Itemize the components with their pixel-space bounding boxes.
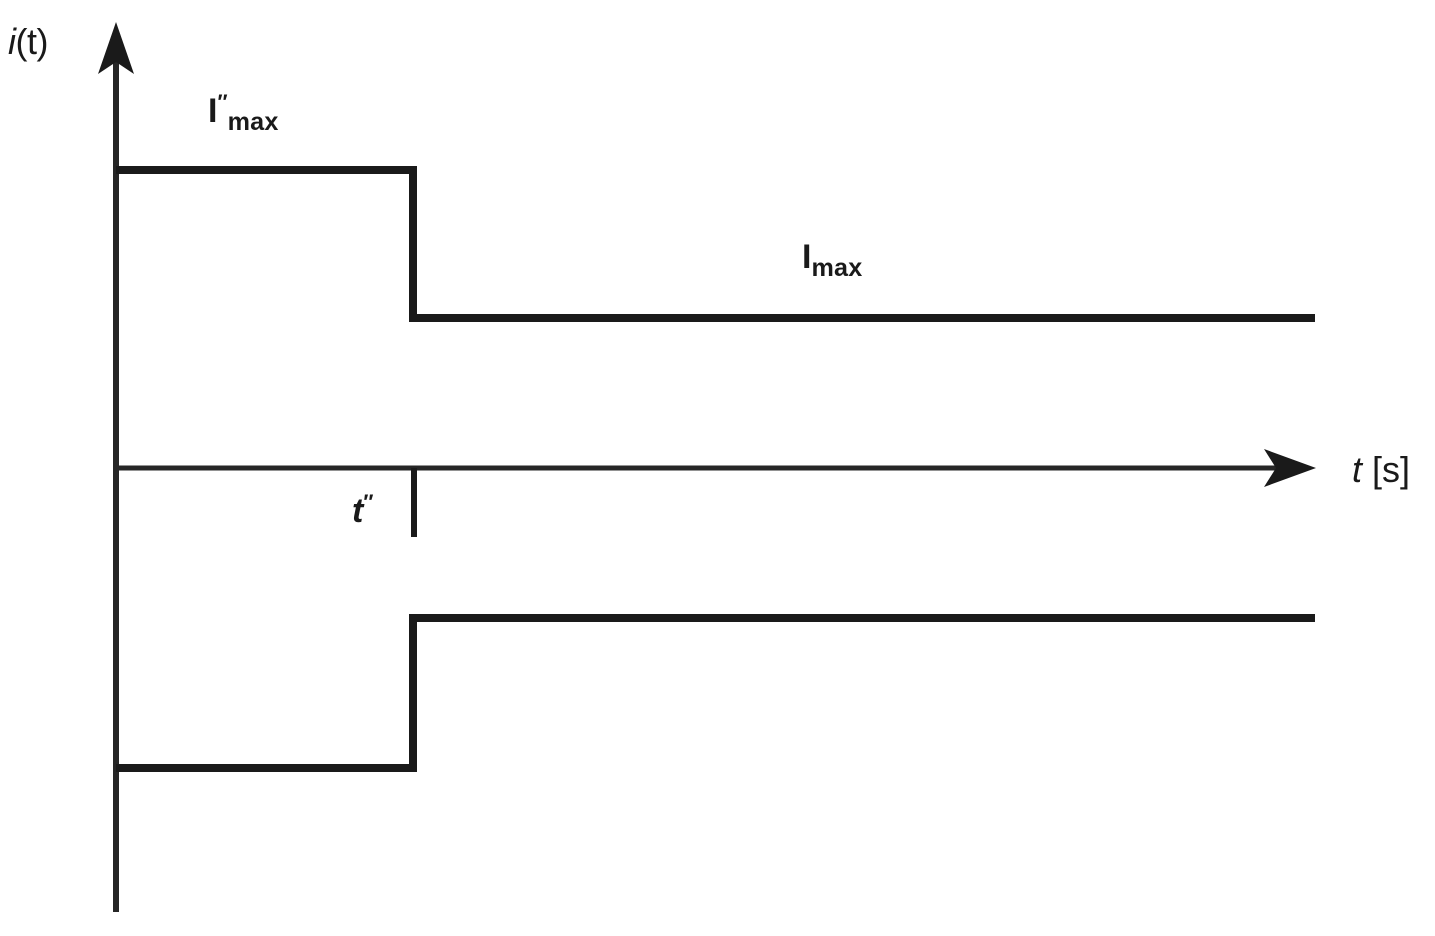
transition-time-label-superscript: ″ [363, 491, 374, 514]
y-axis-arrowhead [98, 22, 134, 74]
x-axis-label: t [s] [1352, 452, 1410, 488]
upper-envelope-curve [116, 166, 1315, 322]
subtransient-peak-label-base: I [208, 92, 218, 131]
x-axis-label-variable: t [1352, 449, 1363, 490]
subtransient-peak-label-subscript: max [227, 108, 279, 137]
x-axis-arrowhead [1264, 449, 1316, 487]
transition-time-label-base: t [352, 492, 364, 531]
y-axis-label: i(t) [8, 24, 48, 60]
steady-peak-label-base: I [802, 238, 812, 276]
subtransient-peak-label-superscript: ″ [217, 91, 228, 114]
x-axis-label-unit: [s] [1362, 449, 1411, 490]
steady-peak-label: Imax [802, 240, 862, 281]
y-axis-label-suffix: (t) [15, 21, 49, 62]
transition-time-label: t″ [352, 492, 373, 528]
y-axis-label-variable: i [8, 21, 16, 62]
lower-envelope-curve [116, 614, 1315, 772]
subtransient-peak-label: I″max [208, 92, 279, 135]
steady-peak-label-subscript: max [811, 254, 863, 283]
